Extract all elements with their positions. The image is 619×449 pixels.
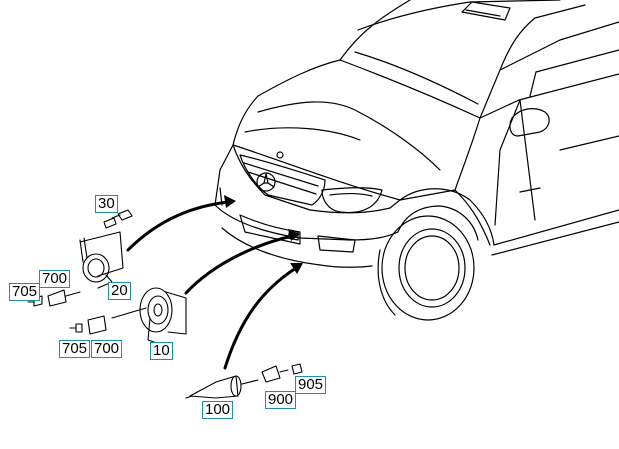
arrow-lower xyxy=(223,266,298,370)
horn-10 xyxy=(111,287,187,343)
connector-lower xyxy=(69,315,107,335)
arrow-middle xyxy=(184,234,294,295)
sensor-100 xyxy=(185,375,259,399)
callout-700-lower[interactable]: 700 xyxy=(91,340,123,358)
vehicle-body xyxy=(214,0,619,321)
arrows xyxy=(126,195,303,370)
callout-705-lower[interactable]: 705 xyxy=(59,340,91,358)
sensor-connector xyxy=(261,363,303,383)
bolt-30 xyxy=(103,209,133,229)
callout-30[interactable]: 30 xyxy=(95,195,118,213)
callout-900[interactable]: 900 xyxy=(265,391,297,409)
arrow-upper xyxy=(126,200,230,252)
horn-20 xyxy=(79,231,124,289)
callout-700-upper[interactable]: 700 xyxy=(39,270,71,288)
callout-905[interactable]: 905 xyxy=(295,376,327,394)
callout-100[interactable]: 100 xyxy=(202,401,234,419)
callout-10[interactable]: 10 xyxy=(150,342,173,360)
callout-20[interactable]: 20 xyxy=(108,282,131,300)
callout-705-upper[interactable]: 705 xyxy=(9,283,41,301)
